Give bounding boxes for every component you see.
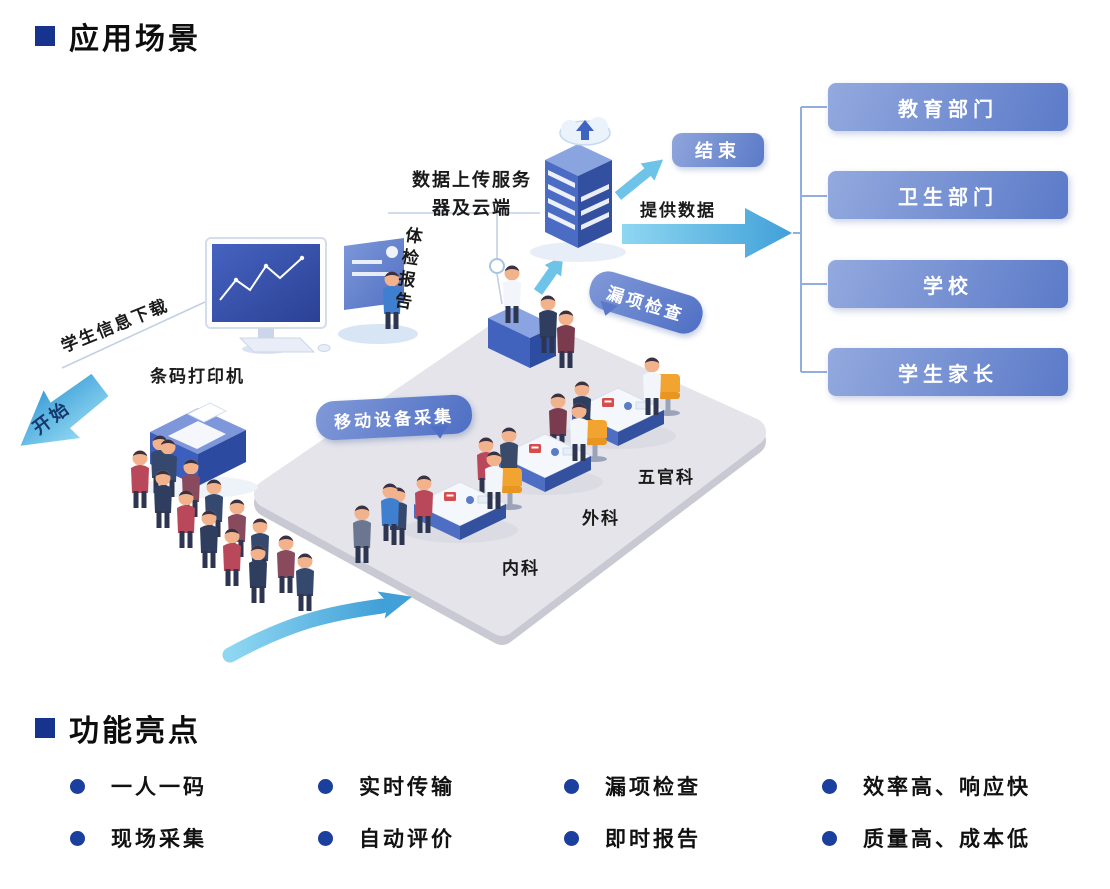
monitor-illustration [205,237,331,354]
bullet-dot-icon [822,830,837,846]
org-box-health: 卫生部门 [828,171,1068,219]
dept-surgery-label: 外科 [582,509,620,528]
dept-ent-label: 五官科 [638,468,695,487]
reception-desk-illustration [488,265,575,368]
barcode-printer-label: 条码打印机 [150,367,245,386]
org-bracket [793,106,827,373]
feature-item: 实时传输 [308,772,554,800]
bullet-dot-icon [822,778,837,794]
feature-item: 即时报告 [554,824,812,852]
flow-node [489,258,505,274]
connector-lines [61,212,540,369]
feature-label: 自动评价 [359,828,455,851]
features-title-text: 功能亮点 [69,715,201,748]
scenarios-section-title: 应用场景 [35,14,201,58]
feature-item: 现场采集 [60,824,308,852]
mobile-collect-bubble: 移动设备采集 [315,393,473,442]
end-badge: 结束 [672,133,764,167]
student-info-download-label: 学生信息下载 [58,295,172,357]
title-square-icon [35,26,55,46]
feature-item: 自动评价 [308,824,554,852]
people-queue [131,439,399,611]
provide-data-label: 提供数据 [640,201,716,220]
feature-item: 效率高、响应快 [812,772,1110,800]
feature-item: 一人一码 [60,772,308,800]
bullet-dot-icon [564,830,579,846]
server-label-line2: 器及云端 [432,197,512,218]
bullet-dot-icon [70,778,85,794]
server-label-line1: 数据上传服务 [412,170,532,190]
feature-label: 质量高、成本低 [863,828,1031,851]
missing-check-bubble: 漏项检查 [584,266,708,339]
cloud-icon [559,117,611,146]
feature-label: 即时报告 [605,828,701,851]
org-box-school: 学校 [828,260,1068,308]
features-grid: 一人一码 实时传输 漏项检查 效率高、响应快 现场采集 自动评价 即时报告 质 [60,772,1110,852]
feature-item: 质量高、成本低 [812,824,1110,852]
feature-label: 一人一码 [111,776,207,799]
feature-label: 漏项检查 [605,776,701,799]
printer-illustration [142,402,258,498]
bullet-dot-icon [318,778,333,794]
upload-arrow [533,255,564,295]
start-label: 开始 [28,397,75,439]
feature-label: 现场采集 [111,828,207,851]
bullet-dot-icon [318,830,333,846]
bullet-dot-icon [564,778,579,794]
features-section-title: 功能亮点 [35,706,201,750]
dept-internal-label: 内科 [502,559,540,578]
org-box-parents: 学生家长 [828,348,1068,396]
bullet-dot-icon [70,830,85,846]
scenarios-title-text: 应用场景 [69,23,201,56]
feature-label: 效率高、响应快 [863,776,1031,799]
queue-flow-arrow [222,591,413,663]
exam-stations [389,357,681,545]
title-square-icon [35,718,55,738]
exam-report-label: 体检报告 [390,225,423,315]
org-box-education: 教育部门 [828,83,1068,131]
server-label: 数据上传服务 器及云端 [392,167,552,223]
feature-label: 实时传输 [359,776,455,799]
feature-item: 漏项检查 [554,772,812,800]
